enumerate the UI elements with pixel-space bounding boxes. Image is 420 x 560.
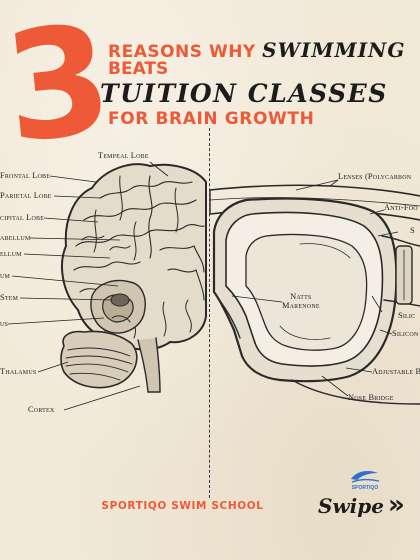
label-marenone: Marenone xyxy=(282,301,320,310)
label-s: S xyxy=(410,226,415,235)
label-cerebellum: abellum xyxy=(0,233,31,242)
label-adjustable-strap: Adjustable B xyxy=(372,367,420,376)
center-divider xyxy=(209,128,210,498)
label-anti-fog: Anti-Foo xyxy=(384,203,418,212)
label-um: um xyxy=(0,271,11,280)
headline-script-line: TUITION CLASSES xyxy=(100,79,388,108)
label-cortex: Cortex xyxy=(28,405,55,414)
logo-text: SPORTIQO xyxy=(352,485,379,491)
label-occipital-lobe: cipital Lobe xyxy=(0,213,45,222)
label-natts-marenone: Natts Marenone xyxy=(282,292,320,310)
label-nose-bridge: Nose Bridge xyxy=(348,393,394,402)
swipe-arrows-icon[interactable]: » xyxy=(388,490,405,520)
label-silicon: Silicon xyxy=(392,329,419,338)
school-name-text: SPORTIQO SWIM SCHOOL xyxy=(101,500,264,512)
label-ellum: ellum xyxy=(0,249,22,258)
sportiqo-logo-icon: SPORTIQO xyxy=(351,471,380,491)
school-name: SPORTIQO SWIM SCHOOL xyxy=(0,500,420,512)
brain-leader-lines xyxy=(7,161,169,411)
label-tempeal-lobe: Tempeal Lobe xyxy=(98,151,149,160)
headline-part-3: FOR BRAIN GROWTH xyxy=(108,109,315,129)
label-parietal-lobe: Parietal Lobe xyxy=(0,191,52,200)
swipe-label[interactable]: Swipe xyxy=(318,494,384,518)
label-thalamus: Thalamus xyxy=(0,367,37,376)
label-stem: Stem xyxy=(0,293,19,302)
brain-drawing xyxy=(60,163,207,393)
headline-part-2: BEATS xyxy=(108,59,169,79)
goggle-leader-lines xyxy=(231,179,399,397)
label-us: us xyxy=(0,319,9,328)
label-frontal-lobe: Frontal Lobe xyxy=(0,171,51,180)
label-natts: Natts xyxy=(290,292,312,301)
label-lenses: Lenses (Polycarbon xyxy=(338,172,412,181)
headline-line-1: REASONS WHY SWIMMING xyxy=(108,40,418,62)
headline-part-1: REASONS WHY xyxy=(108,42,256,62)
label-silic: Silic xyxy=(398,311,416,320)
headline-script-word: SWIMMING xyxy=(262,38,406,62)
goggles-drawing xyxy=(209,184,420,405)
